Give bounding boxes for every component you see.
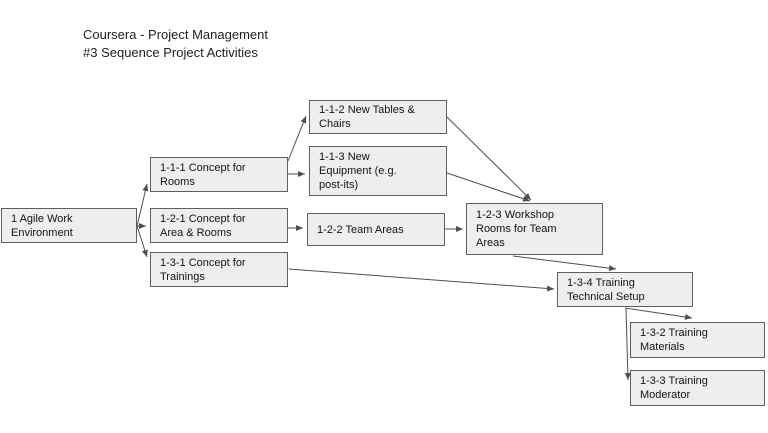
node-label-line: Rooms	[160, 175, 195, 188]
node-label-line: 1-2-1 Concept for	[160, 212, 246, 225]
arrow-1-1-1-to-1-1-2	[287, 115, 307, 162]
slide-title-line-1: Coursera - Project Management	[83, 27, 268, 42]
diagram-node-1-1-2: 1-1-2 New Tables & Chairs	[309, 100, 447, 134]
node-label-line: 1-2-3 Workshop	[476, 209, 555, 221]
node-label-line: Trainings	[160, 270, 205, 283]
node-label-line: 1 Agile Work	[11, 212, 73, 225]
diagram-node-1-2-2: 1-2-2 Team Areas	[307, 213, 445, 246]
node-label-line: Areas	[476, 237, 505, 249]
node-label-line: 1-1-1 Concept for	[160, 161, 246, 174]
arrow-1-to-1-1-1	[136, 183, 149, 227]
arrow-1-1-2-to-1-2-3	[446, 116, 532, 201]
node-label-line: 1-3-4 Training	[567, 276, 635, 289]
node-label-line: Moderator	[640, 389, 691, 401]
node-label-line: 1-1-3 New	[319, 151, 370, 163]
node-label-line: Rooms for Team	[476, 223, 557, 235]
slide-title: Coursera - Project Management #3 Sequenc…	[83, 26, 268, 62]
slide-title-line-2: #3 Sequence Project Activities	[83, 45, 258, 60]
node-label-line: 1-3-3 Training	[640, 375, 708, 387]
node-label-line: post-its)	[319, 179, 359, 191]
arrow-1-3-4-to-1-3-2	[624, 307, 693, 320]
arrow-1-1-3-to-1-2-3	[446, 172, 531, 202]
node-label-line: 1-3-2 Training	[640, 327, 708, 339]
node-label-line: Chairs	[319, 118, 351, 130]
node-label-line: Materials	[640, 341, 685, 353]
arrow-1-3-4-to-1-3-3	[624, 307, 631, 381]
node-label-line: 1-2-2 Team Areas	[317, 223, 404, 236]
node-label-line: Equipment (e.g.	[319, 165, 397, 177]
node-label-line: 1-3-1 Concept for	[160, 256, 246, 269]
node-label-line: Area & Rooms	[160, 226, 232, 239]
arrow-1-to-1-3-1	[136, 225, 148, 258]
arrow-1-2-3-to-1-3-4	[512, 255, 617, 272]
arrow-1-3-1-to-1-3-4	[288, 268, 555, 292]
node-label-line: 1-1-2 New Tables &	[319, 104, 415, 116]
node-label-line: Technical Setup	[567, 290, 645, 303]
node-label-line: Environment	[11, 226, 73, 239]
